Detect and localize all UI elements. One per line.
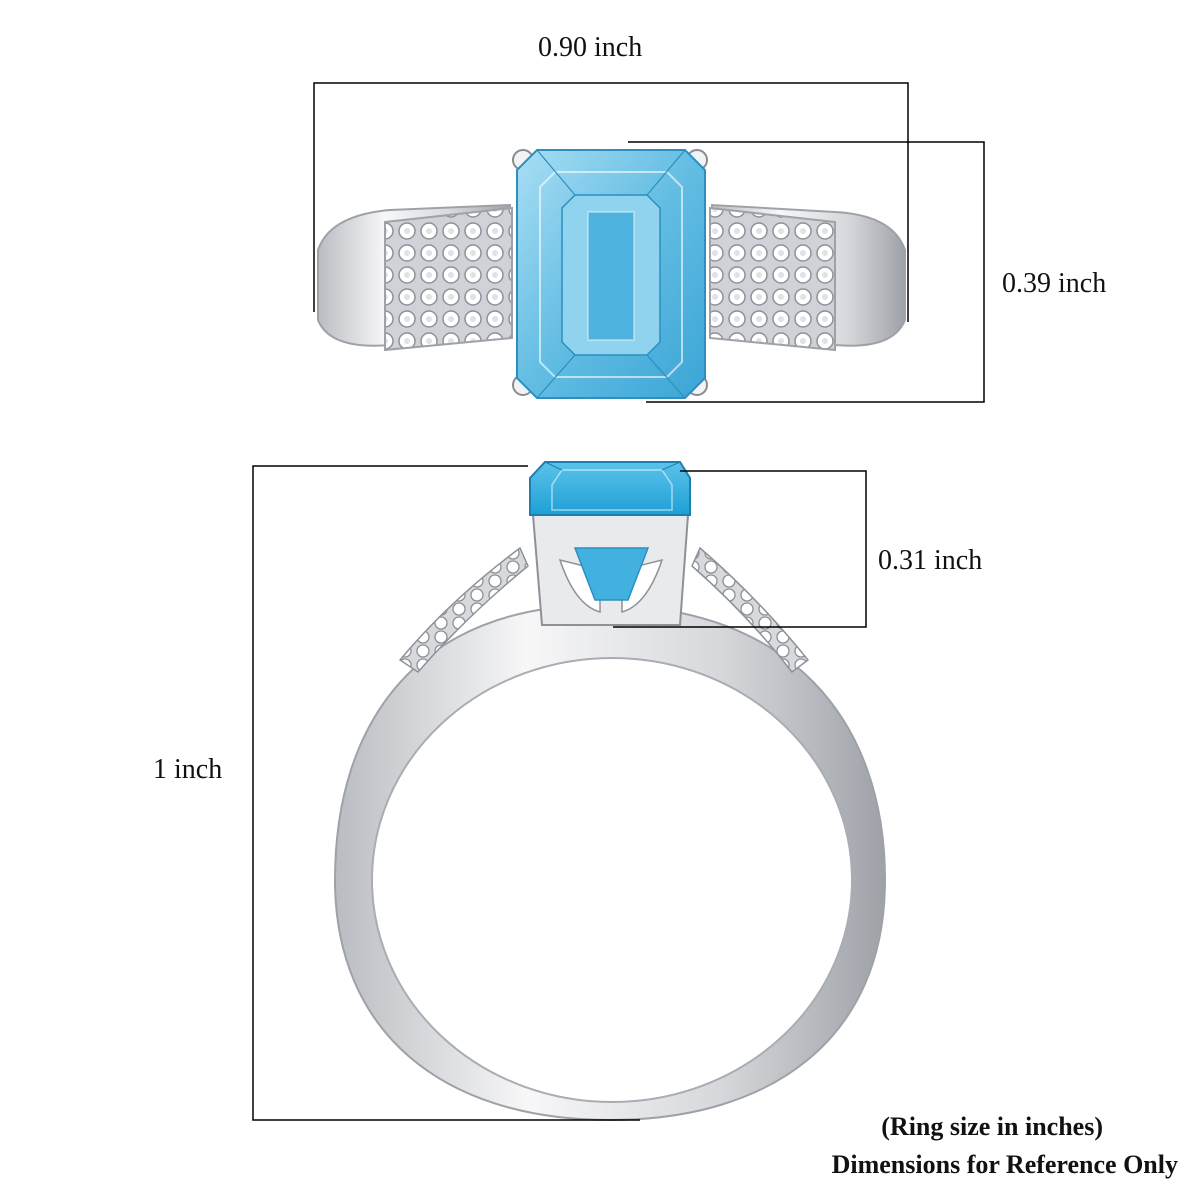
top-width-dimension-line bbox=[313, 82, 909, 322]
top-view-ring bbox=[317, 149, 906, 399]
stone-height-dimension-line bbox=[613, 470, 867, 628]
top-view-gem bbox=[516, 149, 706, 399]
side-view-gem bbox=[529, 461, 691, 516]
top-width-label: 0.90 inch bbox=[538, 32, 643, 63]
ring-height-dimension-line bbox=[252, 465, 640, 1121]
reference-note: Dimensions for Reference Only bbox=[831, 1150, 1178, 1179]
side-view-ring bbox=[333, 461, 887, 1122]
ring-height-label: 1 inch bbox=[153, 754, 223, 785]
stone-height-label: 0.31 inch bbox=[878, 545, 983, 576]
top-height-dimension-line bbox=[628, 141, 985, 403]
ring-size-note: (Ring size in inches) bbox=[881, 1112, 1103, 1141]
top-height-label: 0.39 inch bbox=[1002, 268, 1107, 299]
